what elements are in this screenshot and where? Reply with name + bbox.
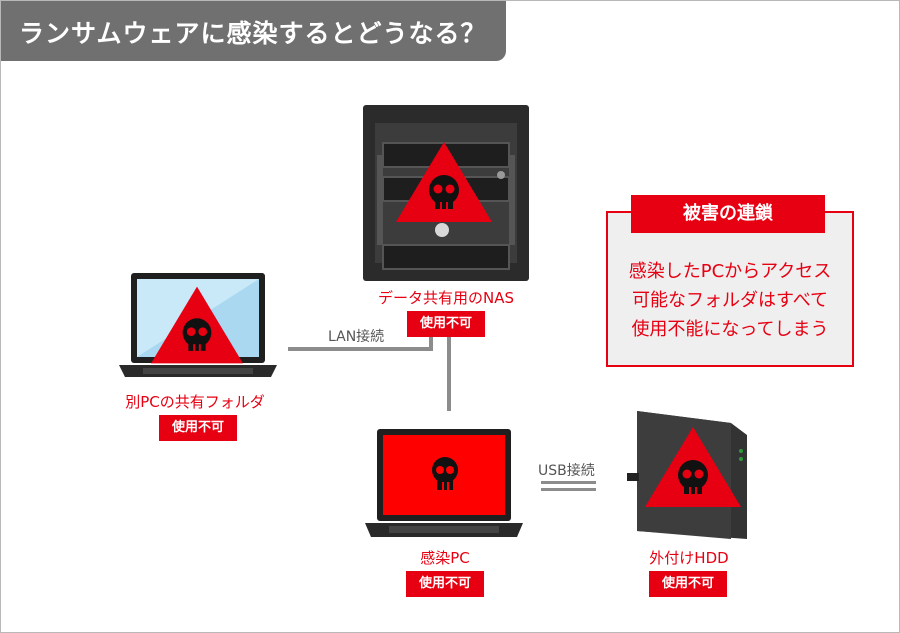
- external-hdd-label: 外付けHDD: [649, 549, 729, 567]
- skull-warning-icon: [151, 286, 243, 364]
- usb-connection-label: USB接続: [538, 463, 595, 479]
- skull-warning-icon: [645, 427, 741, 507]
- infected-pc-label: 感染PC: [420, 549, 470, 567]
- usb-line-bottom: [541, 488, 596, 491]
- nas-device: [363, 105, 529, 281]
- title-bar: ランサムウェアに感染するとどうなる？: [1, 1, 506, 61]
- shared-pc-label: 別PCの共有フォルダ: [125, 393, 265, 411]
- lan-line-vertical: [447, 335, 451, 411]
- skull-warning-icon: [396, 142, 492, 222]
- damage-chain-line: 使用不能になってしまう: [631, 319, 829, 340]
- skull-warning-icon: [432, 457, 458, 490]
- damage-chain-line: 可能なフォルダはすべて: [631, 290, 829, 311]
- infected-pc-laptop: [365, 429, 523, 537]
- damage-chain-title: 被害の連鎖: [631, 195, 825, 233]
- usb-line-top: [541, 481, 596, 484]
- lan-line-nas-drop: [429, 335, 433, 351]
- lan-line-horizontal: [288, 347, 433, 351]
- page-title: ランサムウェアに感染するとどうなる？: [19, 19, 487, 48]
- nas-status-badge: 使用不可: [407, 311, 485, 337]
- lan-connection-label: LAN接続: [328, 329, 385, 345]
- nas-label: データ共有用のNAS: [377, 289, 514, 307]
- shared-pc-status-badge: 使用不可: [159, 415, 237, 441]
- external-hdd-status-badge: 使用不可: [649, 571, 727, 597]
- damage-chain-line: 感染したPCからアクセス: [628, 261, 832, 282]
- infected-pc-status-badge: 使用不可: [406, 571, 484, 597]
